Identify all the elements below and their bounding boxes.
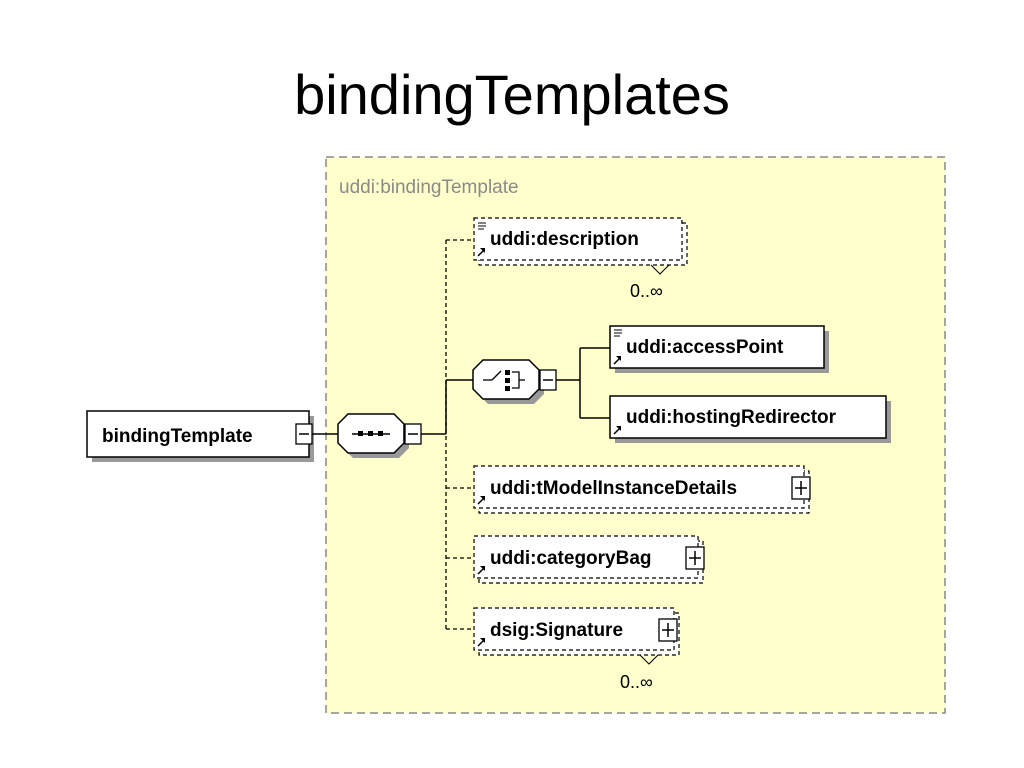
root-element-box[interactable]: bindingTemplate (86, 410, 314, 462)
cardinality-label: 0..∞ (630, 281, 663, 301)
element-label: uddi:hostingRedirector (626, 407, 837, 428)
reference-arrow-icon (477, 248, 485, 257)
root-element-label: bindingTemplate (102, 426, 253, 447)
slide-title: bindingTemplates (294, 63, 730, 126)
collapse-icon[interactable] (404, 423, 422, 445)
reference-arrow-icon (613, 356, 621, 365)
complex-type-label: uddi:bindingTemplate (339, 177, 519, 198)
choice-compositor[interactable] (472, 359, 557, 404)
cardinality-label: 0..∞ (620, 672, 653, 692)
element-description[interactable]: uddi:description (473, 217, 688, 275)
reference-arrow-icon (477, 496, 485, 505)
element-hostingRedirector[interactable]: uddi:hostingRedirector (609, 395, 891, 443)
expand-icon[interactable] (658, 618, 678, 642)
expand-icon[interactable] (791, 476, 811, 500)
collapse-icon[interactable] (539, 369, 557, 391)
sequence-compositor[interactable] (337, 413, 422, 458)
element-label: dsig:Signature (490, 620, 623, 641)
element-label: uddi:tModelInstanceDetails (490, 478, 737, 499)
element-accessPoint[interactable]: uddi:accessPoint (609, 325, 829, 373)
collapse-icon[interactable] (295, 423, 313, 445)
element-categoryBag[interactable]: uddi:categoryBag (473, 535, 705, 584)
documentation-icon (614, 329, 622, 337)
element-label: uddi:categoryBag (490, 548, 652, 569)
expand-icon[interactable] (685, 546, 705, 570)
element-label: uddi:description (490, 229, 639, 250)
element-tModelInstanceDetails[interactable]: uddi:tModelInstanceDetails (473, 465, 811, 514)
reference-arrow-icon (613, 426, 621, 435)
element-Signature[interactable]: dsig:Signature (473, 607, 680, 665)
reference-arrow-icon (477, 638, 485, 647)
element-label: uddi:accessPoint (626, 337, 784, 358)
documentation-icon (478, 222, 486, 230)
reference-arrow-icon (477, 566, 485, 575)
